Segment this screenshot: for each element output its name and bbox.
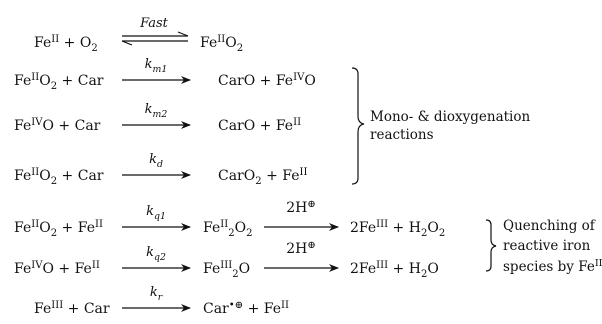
arrow-label: Fast bbox=[139, 16, 169, 31]
arrow-label: km1​ bbox=[145, 57, 168, 75]
arrow-label-proton: 2H⊕​ bbox=[286, 240, 316, 257]
intermediate-text: FeII2O2​ bbox=[203, 219, 253, 239]
intermediate-text: FeIII2O bbox=[203, 260, 250, 280]
product-text: CarO + FeII​ bbox=[218, 117, 301, 134]
reaction-monooxygenation-2: FeIVO + Car km2​ CarO + FeII​ bbox=[14, 102, 301, 134]
reaction-quench-2: FeIVO + FeII​ kq2​ FeIII2O 2H⊕​ 2FeIII +… bbox=[14, 240, 439, 280]
reactant-text: FeII + O2​ bbox=[34, 34, 98, 54]
reaction-fe-o2-binding: FeII + O2​ Fast FeIIO2​ bbox=[34, 16, 243, 54]
arrow-label-proton: 2H⊕​ bbox=[286, 199, 316, 216]
reactant-text: FeIII + Car bbox=[34, 300, 110, 317]
product-text: 2FeIII + H2O2​ bbox=[350, 219, 445, 239]
product-text: FeIIO2​ bbox=[200, 34, 243, 54]
group-label-oxygenation-line1: Mono- & dioxygenation bbox=[370, 109, 531, 125]
reactant-text: FeIIO2 + Car bbox=[14, 167, 104, 187]
reactant-text: FeIIO2 + FeII​ bbox=[14, 219, 103, 239]
reactant-text: FeIVO + FeII​ bbox=[14, 260, 100, 277]
product-text: CarO + FeIVO bbox=[218, 72, 316, 89]
group-label-quenching-line3: species by FeII​ bbox=[503, 258, 602, 275]
arrow-label: kq1​ bbox=[146, 204, 166, 222]
reaction-quench-1: FeIIO2 + FeII​ kq1​ FeII2O2​ 2H⊕​ 2FeIII… bbox=[14, 199, 445, 239]
reaction-monooxygenation-1: FeIIO2 + Car km1​ CarO + FeIVO bbox=[14, 57, 316, 92]
reaction-dioxygenation: FeIIO2 + Car kd​ CarO2 + FeII​ bbox=[14, 152, 308, 187]
group-label-oxygenation-line2: reactions bbox=[370, 127, 434, 143]
product-text: CarO2 + FeII​ bbox=[218, 167, 308, 187]
product-text: 2FeIII + H2O bbox=[350, 260, 439, 280]
reactant-text: FeIIO2 + Car bbox=[14, 72, 104, 92]
right-brace-quenching bbox=[485, 219, 497, 272]
arrow-label: kd​ bbox=[149, 152, 163, 170]
arrow-label: km2​ bbox=[145, 102, 168, 120]
group-label-quenching-line2: reactive iron bbox=[503, 238, 591, 254]
reaction-regeneration: FeIII + Car kr​ Car•⊕ + FeII​ bbox=[34, 285, 289, 317]
right-brace-oxygenation bbox=[351, 67, 365, 185]
arrow-label: kr​ bbox=[150, 285, 163, 303]
product-text: Car•⊕ + FeII​ bbox=[203, 300, 289, 317]
reactant-text: FeIVO + Car bbox=[14, 117, 101, 134]
group-label-quenching-line1: Quenching of bbox=[503, 218, 596, 234]
arrow-label: kq2​ bbox=[146, 245, 166, 263]
equilibrium-arrow bbox=[121, 31, 189, 46]
